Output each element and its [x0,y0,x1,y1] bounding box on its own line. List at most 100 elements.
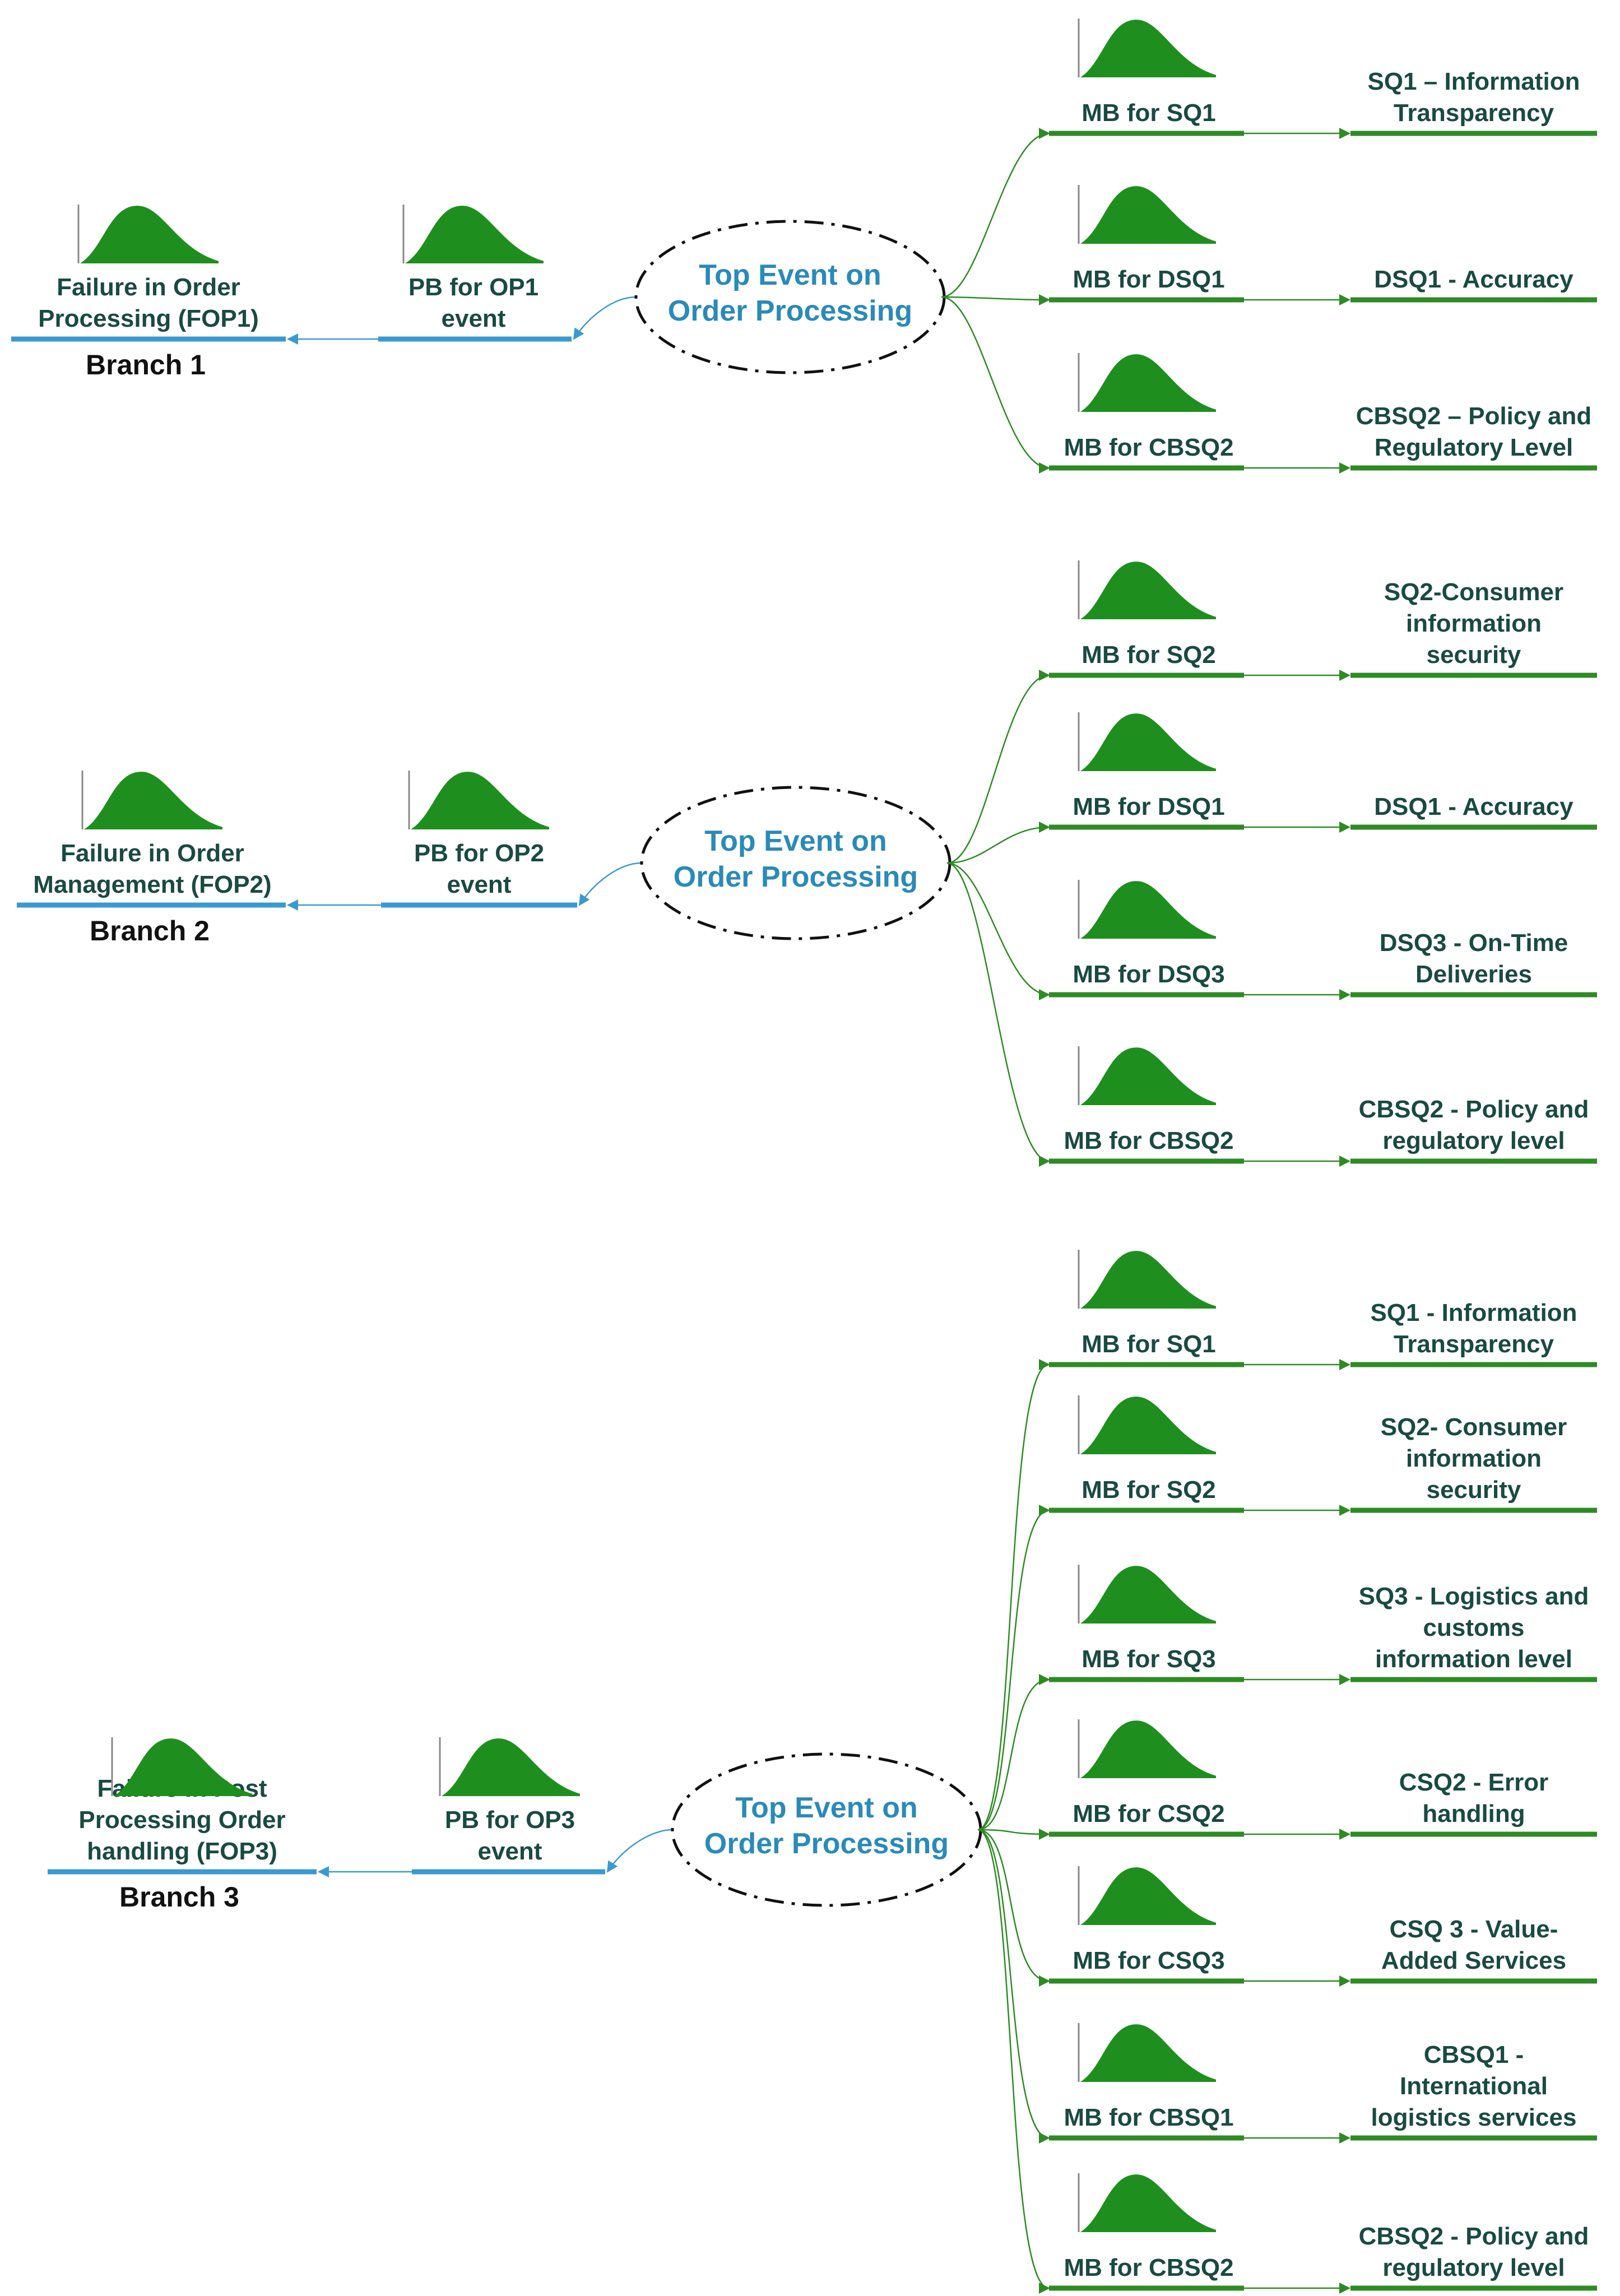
top-to-pb-arrow [578,862,642,906]
top-event-label-line: Order Processing [668,295,912,327]
failure-label-line: Processing Order [78,1806,285,1834]
mb-distribution-icon [1078,2023,1216,2082]
mb-label: MB for DSQ3 [1073,961,1224,988]
mb-label: MB for SQ1 [1081,1330,1216,1358]
pb-label-line: event [447,871,512,898]
mb-label: MB for DSQ1 [1073,793,1224,820]
mb-label: MB for DSQ1 [1073,266,1224,293]
top-to-mb-connector [946,862,1050,1000]
quality-label-line: DSQ1 - Accuracy [1374,793,1573,820]
mb-distribution-icon [1078,1866,1216,1925]
quality-label-line: Transparency [1394,1330,1554,1358]
mb-label: MB for CSQ2 [1073,1800,1224,1827]
top-to-mb-connector [946,822,1050,864]
branch-label: Branch 1 [86,349,206,381]
mb-label: MB for SQ1 [1081,99,1216,127]
failure-distribution-icon [77,205,219,263]
failure-distribution-icon [111,1737,252,1796]
top-event-label-line: Order Processing [674,861,918,893]
top-to-pb-arrow [606,1829,673,1873]
mb-label: MB for CBSQ1 [1064,2104,1233,2131]
top-to-mb-connector [941,128,1050,298]
mb-distribution-icon [1078,560,1216,619]
top-to-mb-connector [977,1829,1050,1987]
quality-label-line: regulatory level [1382,2254,1565,2281]
quality-label-line: regulatory level [1382,1127,1565,1154]
quality-label-line: logistics services [1371,2104,1577,2131]
pb-distribution-icon [408,771,549,829]
quality-label-line: Added Services [1381,1947,1566,1974]
mb-distribution-icon [1078,880,1216,939]
mb-label: MB for CBSQ2 [1064,1127,1233,1154]
quality-label-line: CSQ2 - Error [1399,1769,1549,1796]
quality-label-line: SQ2-Consumer [1384,578,1563,606]
quality-label-line: DSQ3 - On-Time [1380,929,1568,957]
failure-label-line: Failure in Order [61,839,244,867]
mb-distribution-icon [1078,185,1216,244]
quality-label-line: security [1427,641,1521,669]
quality-label-line: SQ1 - Information [1370,1299,1577,1326]
failure-label-line: Failure in Order [57,273,240,301]
pb-distribution-icon [439,1737,580,1796]
top-event-label-line: Top Event on [735,1792,917,1824]
mb-distribution-icon [1078,1046,1216,1105]
failure-label-line: handling (FOP3) [87,1838,277,1865]
mb-distribution-icon [1078,1395,1216,1454]
top-event-label-line: Top Event on [699,259,881,291]
mb-label: MB for CSQ3 [1073,1947,1224,1974]
mb-distribution-icon [1078,1719,1216,1778]
quality-label-line: information [1406,610,1542,637]
pb-label: PB for OP3 event [445,1806,575,1865]
top-to-mb-connector [977,1828,1050,1840]
pb-label-line: PB for OP1 [409,273,539,301]
quality-label: DSQ1 - Accuracy [1374,793,1573,820]
top-event-label-line: Order Processing [704,1827,949,1860]
top-to-mb-connector [941,294,1050,305]
pb-label-line: event [442,305,506,332]
top-to-mb-connector [977,1674,1050,1831]
quality-label-line: information level [1375,1645,1572,1673]
mb-label: MB for SQ3 [1081,1645,1216,1673]
mb-distribution-icon [1078,353,1216,412]
pb-label-line: event [478,1838,542,1865]
top-event-label: Top Event on Order Processing [668,259,912,327]
pb-label-line: PB for OP3 [445,1806,575,1834]
failure-label-line: Processing (FOP1) [38,305,259,332]
top-to-mb-connector [977,1829,1050,2294]
top-to-mb-connector [946,670,1050,864]
top-to-pb-arrow [573,296,637,340]
quality-label-line: security [1427,1476,1521,1504]
quality-label-line: SQ2- Consumer [1381,1413,1567,1441]
child-node-mb-for-csq3: MB for CSQ3 CSQ 3 - Value- Added Services [977,1829,1597,1987]
quality-label-line: SQ1 – Information [1368,68,1580,95]
quality-label-line: CSQ 3 - Value- [1390,1915,1558,1943]
